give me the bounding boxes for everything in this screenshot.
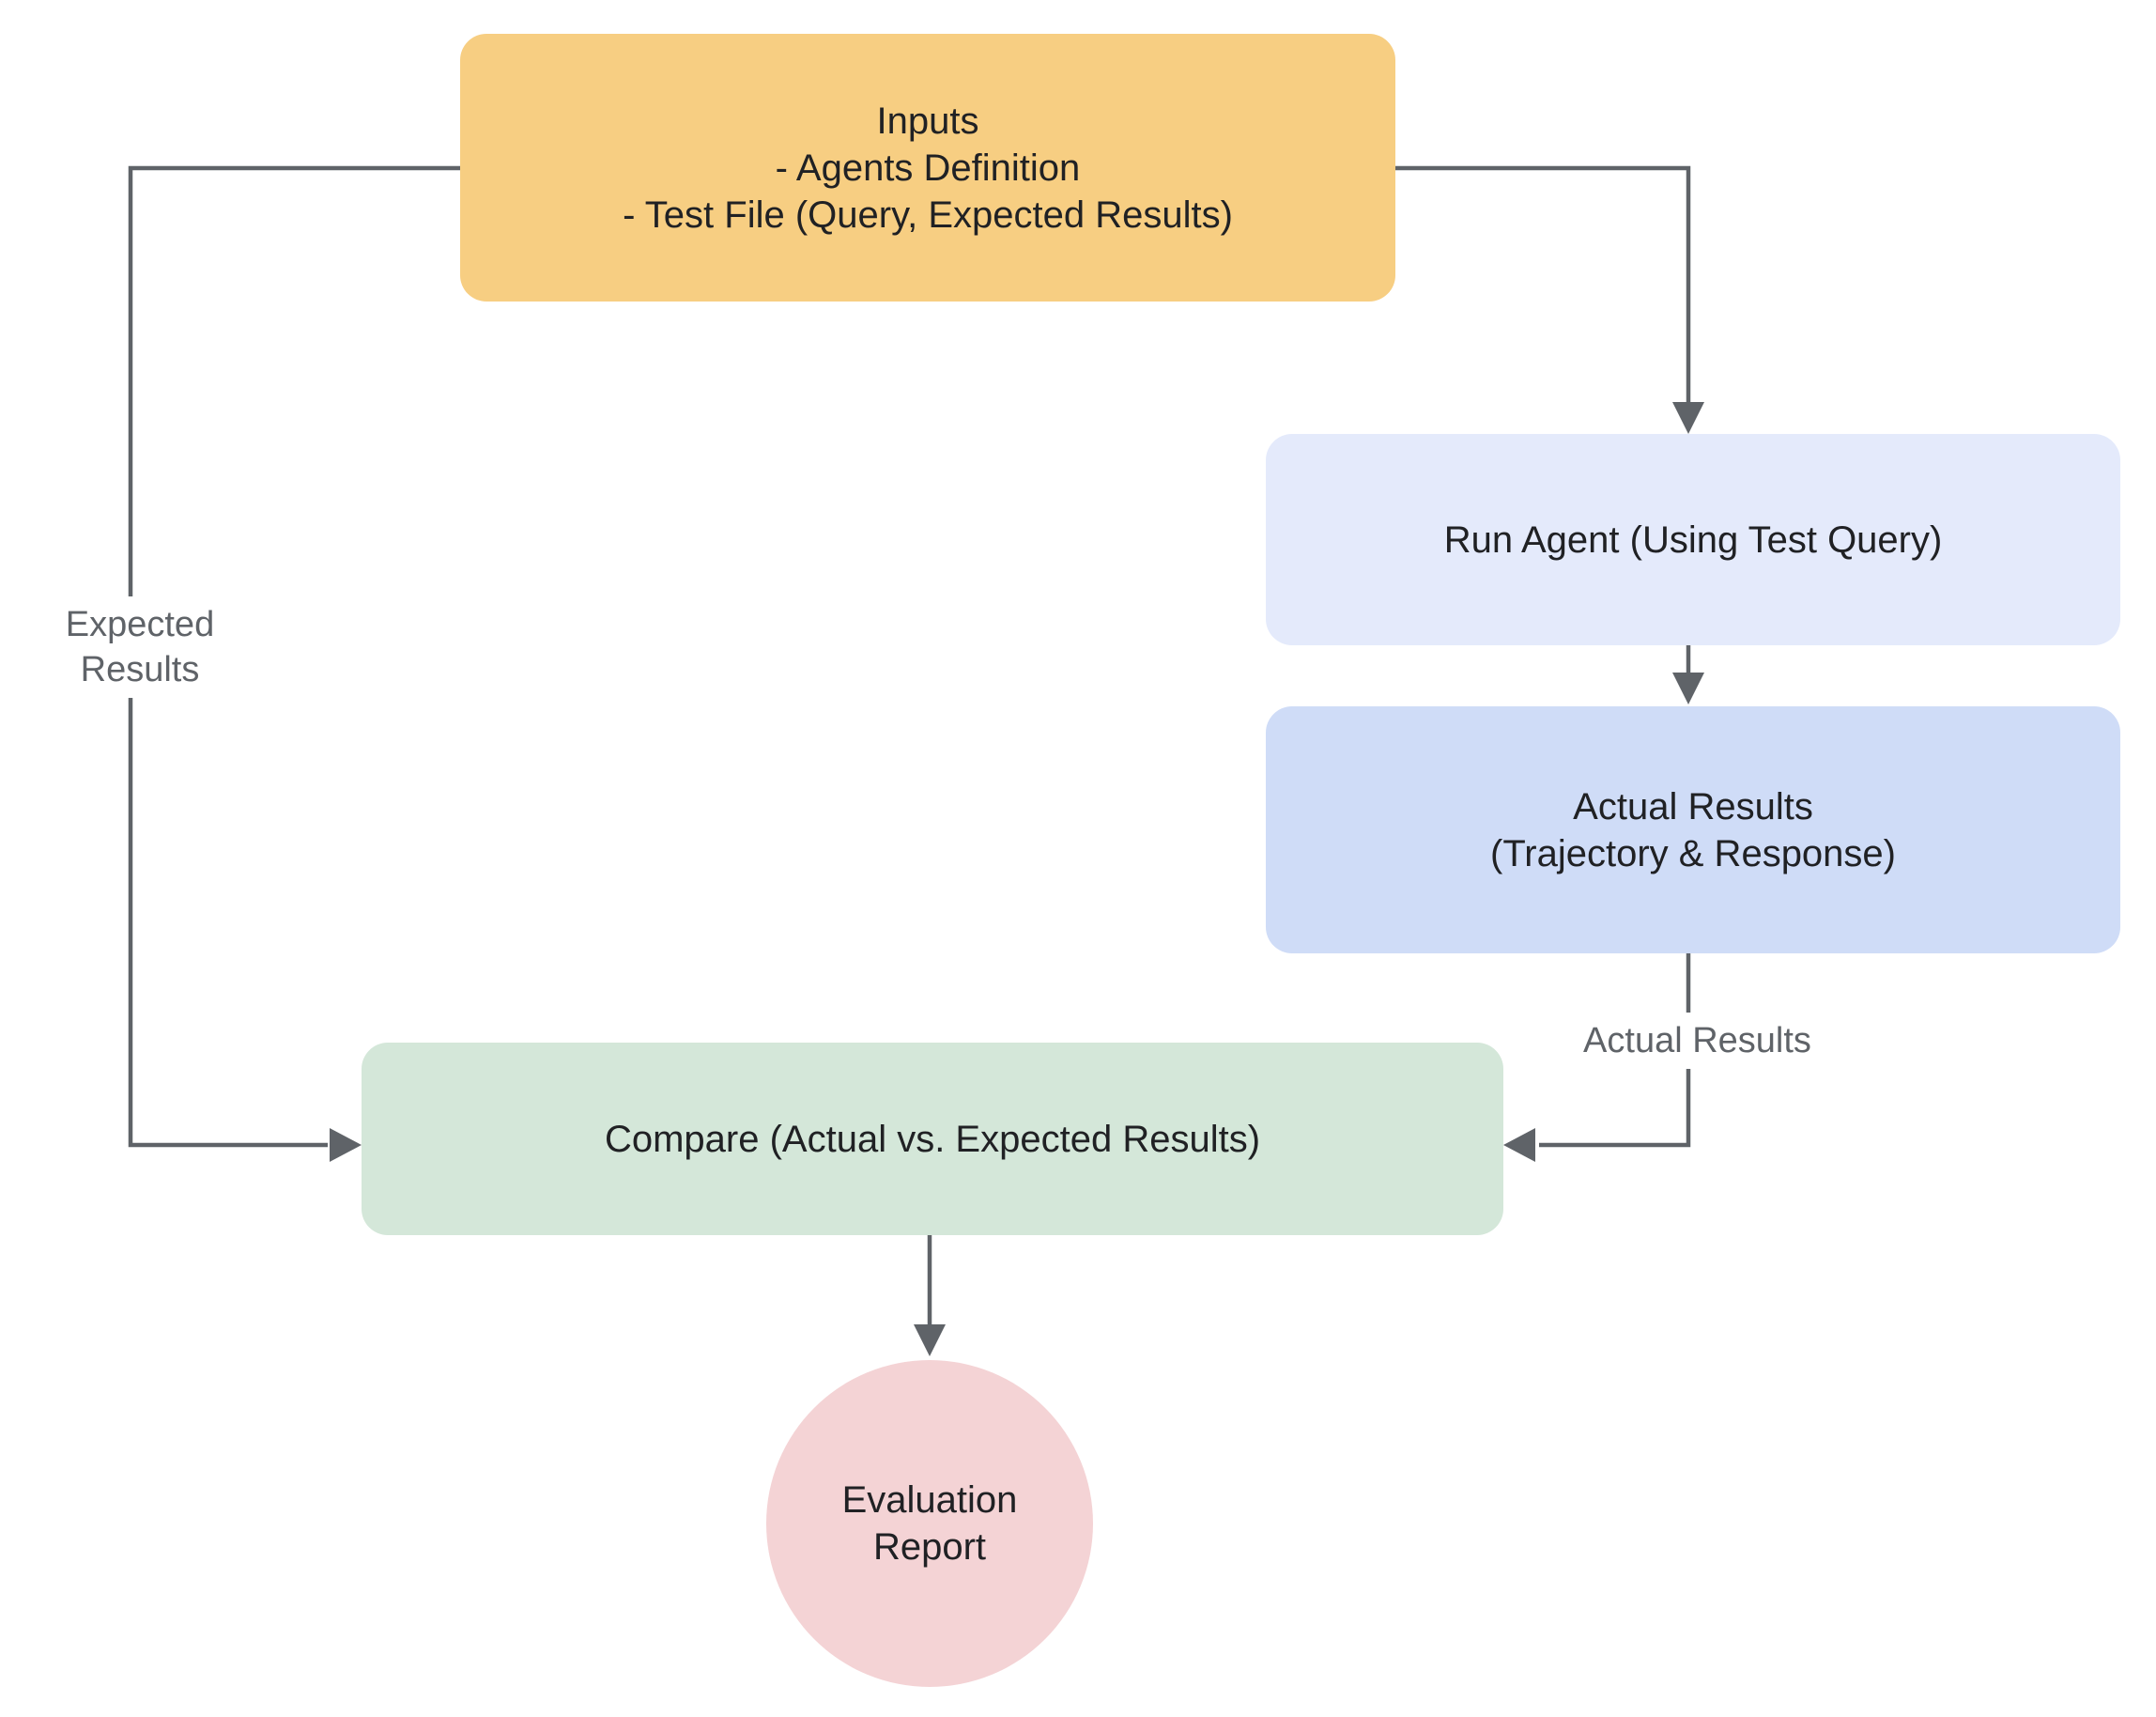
node-evaluation-report: Evaluation Report (766, 1360, 1093, 1687)
node-actual-results: Actual Results (Trajectory & Response) (1266, 706, 2120, 953)
edge-inputs-to-run-agent (1395, 165, 1704, 434)
node-compare: Compare (Actual vs. Expected Results) (362, 1043, 1503, 1235)
node-evaluation-report-label-line1: Evaluation (841, 1479, 1018, 1521)
node-actual-results-label-line1: Actual Results (1573, 785, 1813, 828)
node-run-agent-label: Run Agent (Using Test Query) (1443, 518, 1943, 561)
node-inputs-title: Inputs (876, 100, 979, 142)
node-inputs-item-agents-definition: - Agents Definition (775, 147, 1081, 189)
edge-label-expected-results-line2: Results (80, 650, 200, 689)
arrowhead-down-icon (1672, 673, 1704, 704)
arrowhead-down-icon (1672, 402, 1704, 434)
node-run-agent: Run Agent (Using Test Query) (1266, 434, 2120, 645)
edge-label-expected-results: Expected Results (27, 596, 253, 698)
node-inputs: Inputs - Agents Definition - Test File (… (460, 34, 1395, 302)
edge-compare-to-evaluation-report (914, 1235, 946, 1356)
node-evaluation-report-label-line2: Report (872, 1526, 987, 1568)
arrowhead-left-icon (1503, 1128, 1535, 1162)
arrowhead-down-icon (914, 1324, 946, 1356)
edge-run-agent-to-actual-results (1672, 645, 1704, 704)
edge-label-actual-results: Actual Results (1549, 1013, 1845, 1069)
node-actual-results-label-line2: (Trajectory & Response) (1490, 832, 1896, 874)
node-inputs-item-test-file: - Test File (Query, Expected Results) (623, 193, 1233, 236)
arrowhead-right-icon (330, 1128, 362, 1162)
edge-label-expected-results-line1: Expected (65, 605, 215, 644)
node-compare-label: Compare (Actual vs. Expected Results) (604, 1118, 1261, 1160)
